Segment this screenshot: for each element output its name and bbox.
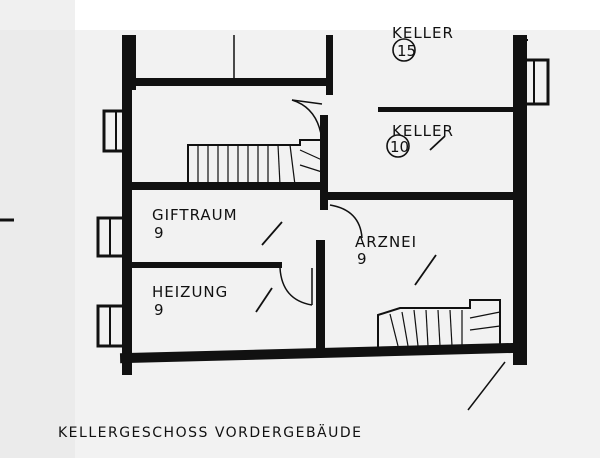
hand-marks [0,135,506,411]
doors [279,99,363,306]
room-number-heizung: 9 [154,301,164,319]
door-arc-2 [329,204,363,239]
wall-arznei-top [325,192,515,200]
room-label-arznei: ARZNEI [355,233,417,251]
door-arc-1 [291,99,323,141]
paper-top-margin [0,0,600,30]
window-right [520,58,550,106]
room-label-heizung: HEIZUNG [152,283,228,301]
windows-left [96,109,130,348]
room-label-keller-15: KELLER [392,24,454,42]
room-number-arznei: 9 [357,250,367,268]
paper-shadow [0,0,75,458]
wall-right [513,35,527,365]
wall-left [122,35,132,375]
room-number-giftraum: 9 [154,224,164,242]
room-number-keller-10: 10 [390,138,409,156]
staircase-upper [187,139,323,186]
wall-center-lower [316,240,325,355]
staircase-lower [377,299,501,350]
door-arc-3 [279,267,313,306]
wall-heizung-top [132,262,282,268]
room-number-keller-15: 15 [397,42,416,60]
wall-center-upper [320,115,328,210]
room-number-circle-1 [392,38,416,62]
room-number-circle-2 [386,134,410,158]
plan-title: KELLERGESCHOSS VORDERGEBÄUDE [58,423,363,441]
wall-upper-middle [326,35,333,95]
wall-left-upper [128,35,136,90]
room-label-giftraum: GIFTRAUM [152,206,238,224]
wall-upper-room-bottom [132,78,332,86]
room-label-keller-10: KELLER [392,122,454,140]
wall-keller-divider [378,107,516,112]
